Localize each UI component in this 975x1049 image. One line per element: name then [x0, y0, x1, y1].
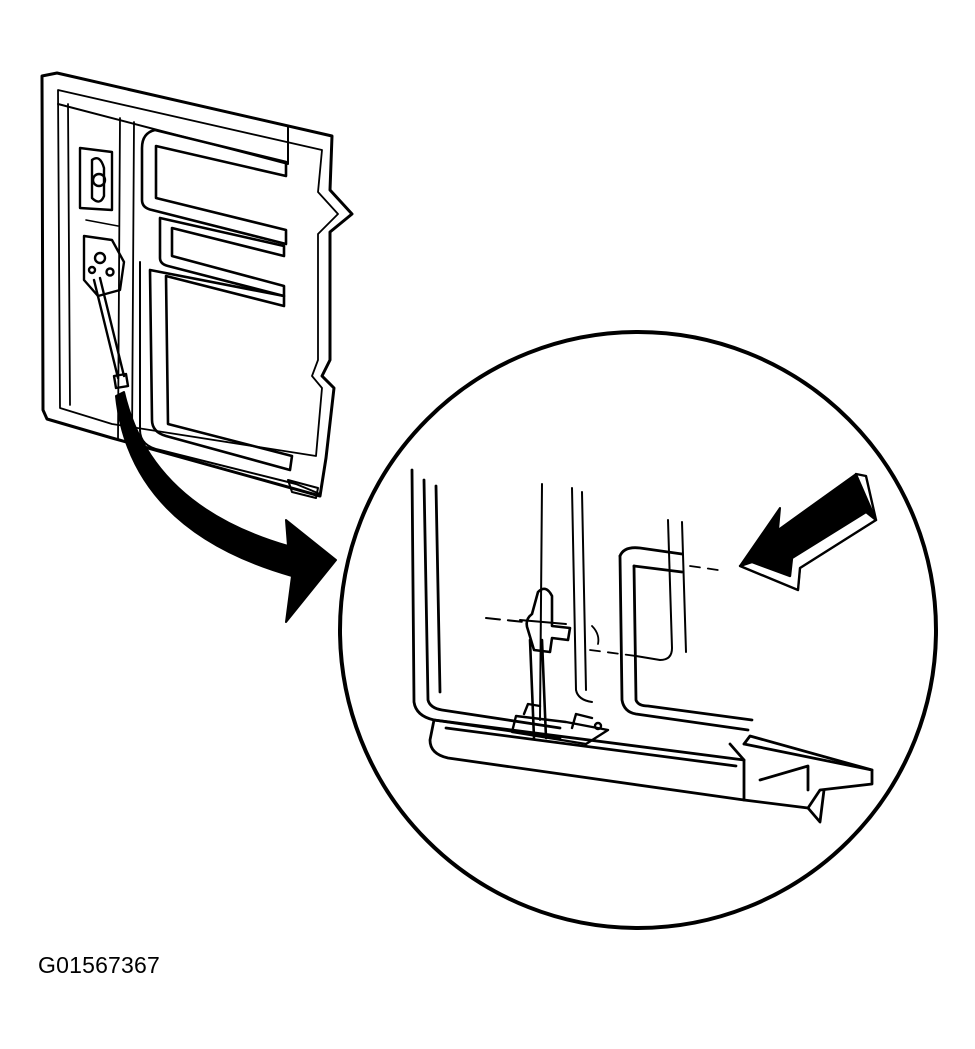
- direction-arrow-icon: [738, 472, 878, 592]
- latch-rod: [92, 276, 130, 390]
- figure-id-label: G01567367: [38, 952, 161, 978]
- door-panel-lower-frame: [139, 261, 321, 499]
- detail-view-circle: [338, 330, 938, 930]
- detail-latch-rod: [485, 587, 600, 740]
- door-panel-upper-frame: [140, 128, 288, 298]
- detail-mounting-clip: [510, 702, 610, 746]
- alignment-line: [589, 565, 719, 657]
- door-latch-assembly: [78, 146, 126, 298]
- door-inner-panel: [40, 71, 354, 498]
- detail-lower-channel: [428, 718, 874, 824]
- detail-door-frame: [410, 468, 754, 740]
- curved-arrow-icon: [115, 391, 337, 623]
